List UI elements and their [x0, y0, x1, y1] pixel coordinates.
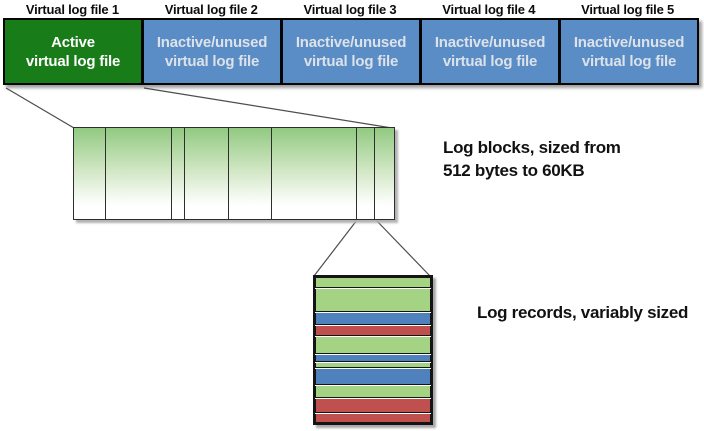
vlf-label-4: Virtual log file 4 [442, 2, 536, 17]
vlf-box-text-line1: Active [51, 33, 95, 51]
vlf-label-2: Virtual log file 2 [164, 2, 258, 17]
log-record-stripe-7-green [315, 363, 431, 368]
log-block-segment-2 [104, 128, 172, 219]
log-record-stripe-11-red [315, 413, 431, 424]
log-record-stripe-8-blue [315, 368, 431, 385]
vlf-box-text-line2: virtual log file [25, 52, 121, 70]
log-record-stripe-5-green [315, 336, 431, 354]
vlf-label-3: Virtual log file 3 [303, 2, 397, 17]
log-records-box [313, 275, 433, 425]
vlf-box-text-line2: virtual log file [164, 52, 260, 70]
vlf-box-text-line1: Inactive/unused [295, 33, 407, 51]
connector-vlf-left [5, 87, 75, 129]
log-record-stripe-2-green [315, 289, 431, 313]
log-record-stripe-1-green [315, 277, 431, 289]
log-block-segment-5 [227, 128, 271, 219]
log-blocks-caption-line2: 512 bytes to 60KB [443, 161, 585, 180]
log-blocks-bar [73, 127, 395, 220]
vlf-box-text-line2: virtual log file [581, 52, 677, 70]
log-block-segment-1 [74, 128, 105, 219]
vlf-label-1: Virtual log file 1 [25, 2, 119, 17]
log-blocks-caption-line1: Log blocks, sized from [443, 138, 621, 157]
log-block-segment-6 [270, 128, 356, 219]
vlf-box-text-line2: virtual log file [442, 52, 538, 70]
vlf-box-text-line1: Inactive/unused [573, 33, 685, 51]
log-record-stripe-10-red [315, 398, 431, 413]
connector-block-right [375, 219, 431, 277]
vlf-label-row: Virtual log file 1 Virtual log file 2 Virt… [3, 2, 697, 18]
log-block-segment-4 [184, 128, 227, 219]
log-block-segment-3 [171, 128, 184, 219]
vlf-box-text-line2: virtual log file [303, 52, 399, 70]
log-blocks-caption: Log blocks, sized from 512 bytes to 60KB [443, 136, 621, 182]
vlf-label-5: Virtual log file 5 [581, 2, 675, 17]
connector-vlf-right [143, 87, 393, 129]
log-block-segment-7 [355, 128, 375, 219]
log-records-caption: Log records, variably sized [477, 303, 689, 322]
connector-block-left [313, 219, 358, 277]
vlf-box-text-line1: Inactive/unused [434, 33, 546, 51]
log-record-stripe-3-blue [315, 313, 431, 326]
log-record-stripe-4-red [315, 326, 431, 336]
log-block-segment-8 [374, 128, 394, 219]
log-record-stripe-9-green [315, 385, 431, 398]
log-record-stripe-6-blue [315, 354, 431, 363]
vlf-box-text-line1: Inactive/unused [156, 33, 268, 51]
